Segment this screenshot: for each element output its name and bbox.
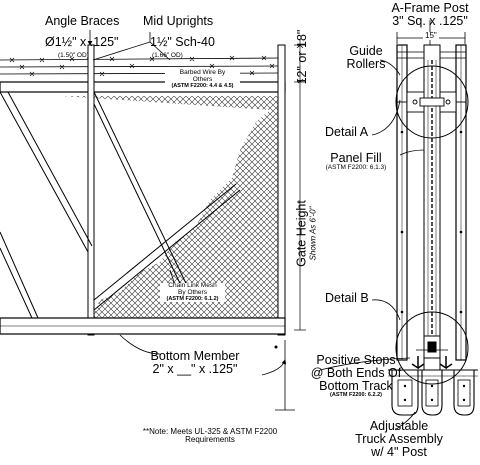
a-frame-line2: 3" Sq. x .125" (392, 14, 468, 29)
truck-assembly-label: Adjustable Truck Assembly w/ 4" Post (344, 419, 454, 460)
note-line1: **Note: Meets UL-325 & ASTM F2200 (142, 427, 278, 436)
chain-link-line1: Chain Link Mesh (168, 282, 217, 289)
truck-assembly-line2: Truck Assembly (355, 432, 443, 447)
angle-braces (0, 91, 241, 319)
a-frame-label: A-Frame Post 3" Sq. x .125" (370, 1, 480, 29)
top-dim-line1: 12" (295, 66, 309, 85)
guide-rollers-line1: Guide (349, 44, 383, 58)
side-view (388, 32, 478, 416)
end-upright (277, 44, 286, 336)
truck-posts (388, 369, 478, 416)
mid-uprights-spec: 1½" Sch-40 (150, 35, 215, 49)
gate-height-title: Gate Height (294, 200, 309, 267)
chain-link-line2: By Others (178, 288, 207, 296)
mid-upright (87, 44, 95, 336)
bottom-member-line1: Bottom Member (150, 349, 240, 363)
guide-rollers-label: Guide Rollers (342, 44, 390, 72)
leader-lines (87, 20, 431, 431)
top-dim-label: 12" or 18" (295, 27, 309, 87)
barbed-wire-line1: Barbed Wire By (179, 69, 226, 76)
barbed-wire-label: Barbed Wire By Others (ASTM F2200: 4.4 &… (165, 69, 240, 90)
detail-b-circle (395, 311, 469, 385)
barbed-wire-ref: (ASTM F2200: 4.4 & 4.5) (171, 82, 234, 89)
guide-rollers (397, 91, 466, 113)
gate-elevation (0, 40, 306, 411)
panel-fill-label: Panel Fill (ASTM F2200: 6.1.3) (318, 151, 394, 172)
mid-uprights-title: Mid Uprights (143, 14, 214, 28)
angle-braces-spec: Ø1½" x .125" (45, 35, 119, 49)
chain-link-mesh (62, 96, 280, 318)
panel-fill-ref: (ASTM F2200: 6.1.3) (325, 164, 387, 172)
detail-a-circle (395, 65, 469, 139)
post-bolts (400, 130, 463, 314)
bottom-member-line2: 2" x __" x .125" (152, 362, 238, 377)
top-dim-line2: or 18" (295, 29, 309, 63)
chain-link-label: Chain Link Mesh By Others (ASTM F2200: 6… (160, 282, 225, 303)
truck-assembly (411, 335, 453, 370)
gate-height-label: Gate Height Shown As 6'-0" (295, 174, 318, 294)
note-label: **Note: Meets UL-325 & ASTM F2200 Requir… (120, 427, 300, 445)
positive-stops-line2: @ Both Ends Of (310, 366, 402, 381)
gate-height-sub: Shown As 6'-0" (308, 206, 318, 261)
a-frame-line1: A-Frame Post (391, 1, 469, 15)
note-line2: Requirements (185, 435, 235, 445)
width-dim-label: 15" (423, 31, 439, 41)
truck-assembly-line3: w/ 4" Post (371, 445, 427, 460)
detail-a-label: Detail A (325, 125, 369, 139)
angle-braces-od: (1.50" OD) (58, 52, 89, 59)
panel-fill-line1: Panel Fill (330, 151, 382, 165)
bottom-member-label: Bottom Member 2" x __" x .125" (140, 349, 250, 377)
detail-b-label: Detail B (325, 291, 369, 305)
dimension-lines (294, 40, 306, 331)
guide-rollers-line2: Rollers (346, 57, 386, 72)
chain-link-ref: (ASTM F2200: 6.1.2) (166, 295, 219, 302)
mid-uprights-od: (1.66" OD) (152, 52, 183, 59)
barbed-wire-line2: Others (192, 75, 213, 83)
positive-stops-line1: Positive Stops (316, 353, 396, 367)
positive-stops-ref: (ASTM F2200: 6.2.2) (330, 392, 382, 399)
angle-braces-title: Angle Braces (45, 14, 120, 28)
truck-assembly-line1: Adjustable (369, 419, 429, 433)
positive-stops-line3: Bottom Track (319, 379, 393, 394)
top-rail (0, 81, 286, 93)
positive-stops-label: Positive Stops @ Both Ends Of Bottom Tra… (300, 353, 412, 399)
